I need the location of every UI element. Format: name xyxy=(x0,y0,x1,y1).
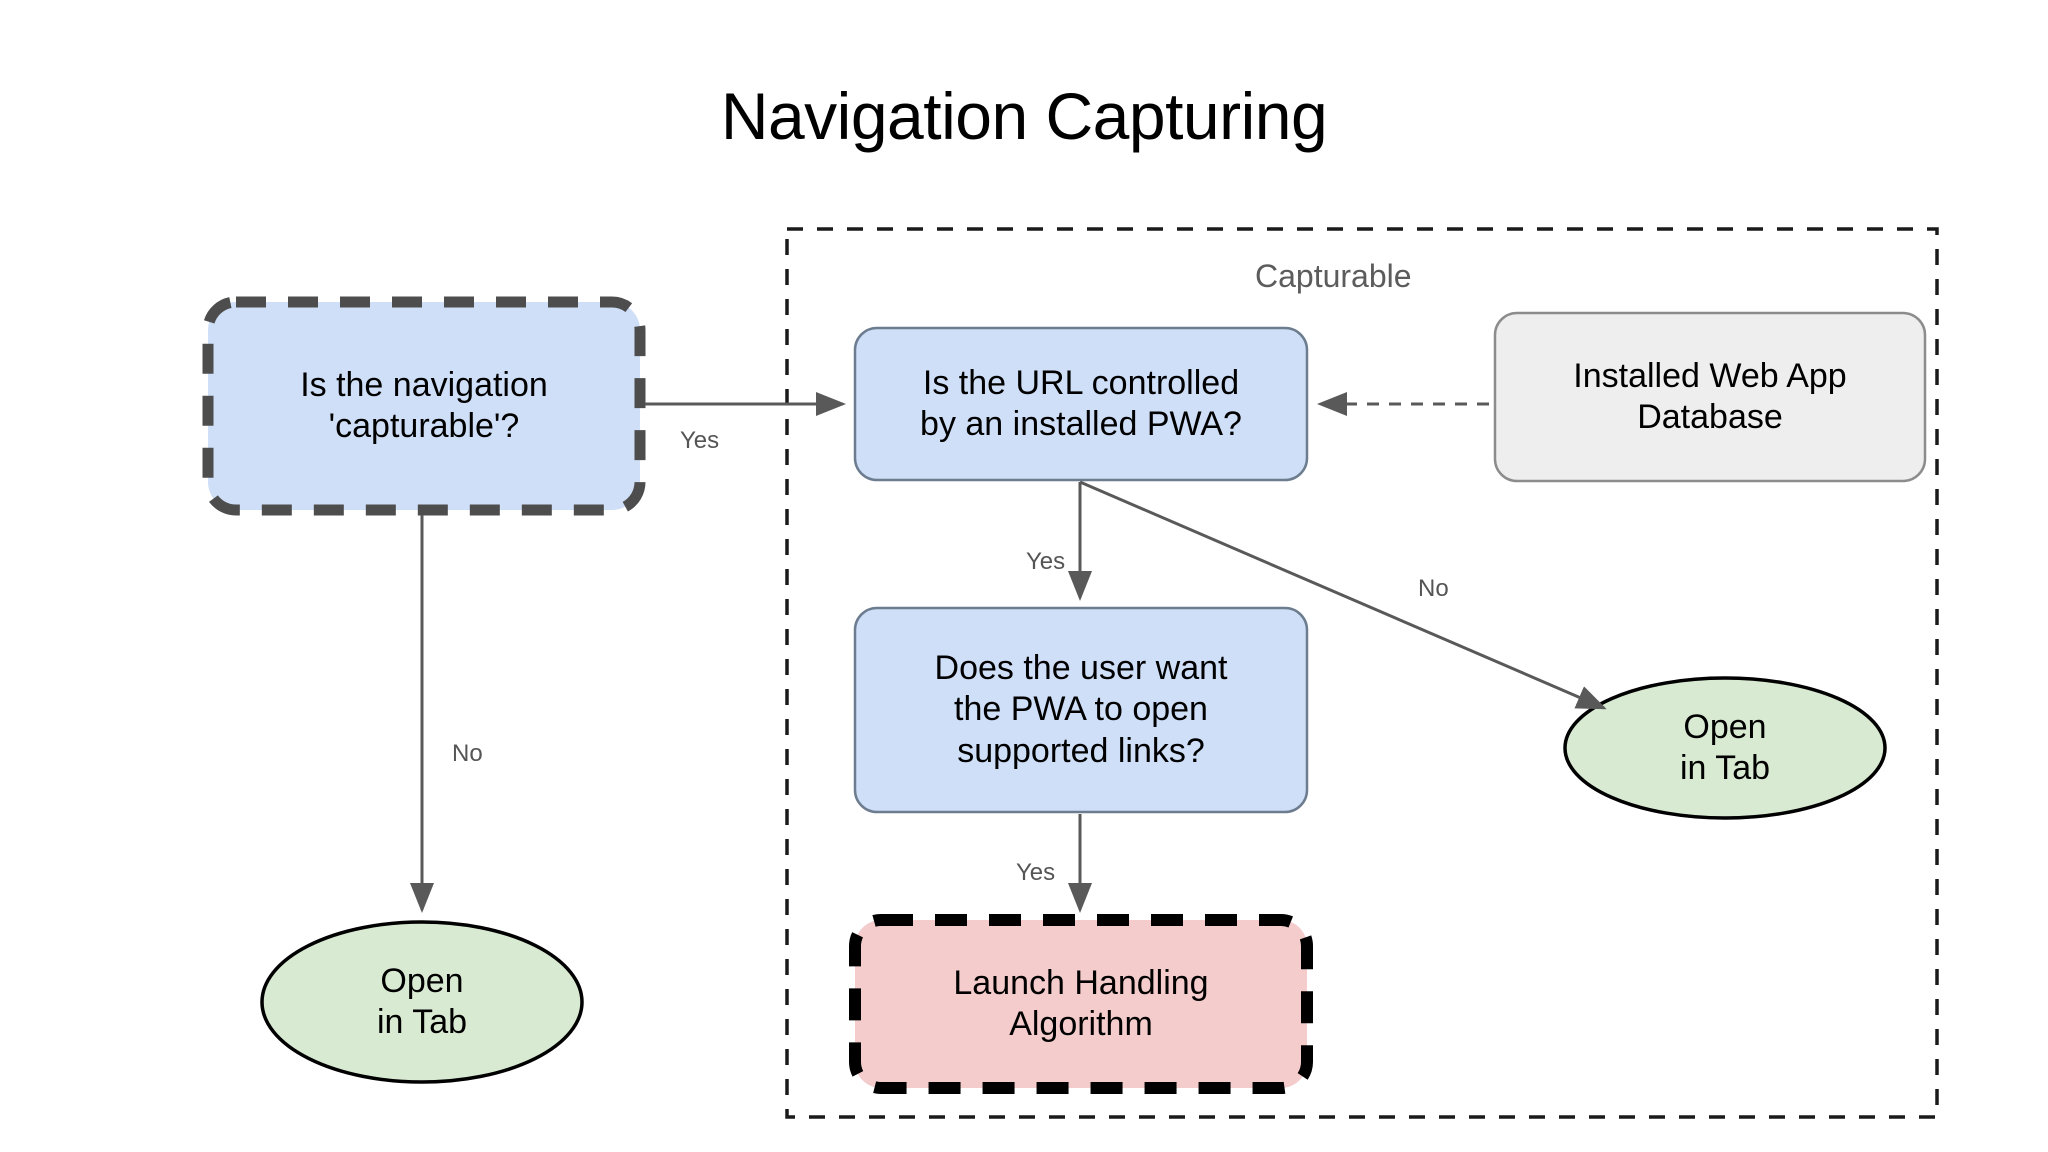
group-capturable-label: Capturable xyxy=(1255,258,1412,294)
node-is-url-controlled-by-pwa-shape[interactable] xyxy=(853,326,1309,482)
node-does-user-want-pwa-open-links-shape[interactable] xyxy=(853,606,1309,814)
group-capturable-boundary xyxy=(785,227,1939,1119)
node-launch-handling-algorithm-shape[interactable] xyxy=(849,914,1313,1094)
edge-capturable-yes-label: Yes xyxy=(680,427,720,454)
edge-url-controlled-no-line xyxy=(1079,480,1607,710)
node-open-in-tab-right-shape[interactable] xyxy=(1563,676,1887,820)
edge-user-want-yes-label: Yes xyxy=(1016,859,1056,886)
edge-capturable-no-label: No xyxy=(452,740,483,767)
node-installed-web-app-database-shape[interactable] xyxy=(1493,311,1927,483)
edge-url-controlled-no-label: No xyxy=(1418,575,1449,602)
page-title: Navigation Capturing xyxy=(720,79,1328,153)
node-open-in-tab-left-shape[interactable] xyxy=(260,920,584,1084)
edge-url-controlled-yes-label: Yes xyxy=(1026,548,1066,575)
node-is-navigation-capturable-shape[interactable] xyxy=(202,296,646,516)
